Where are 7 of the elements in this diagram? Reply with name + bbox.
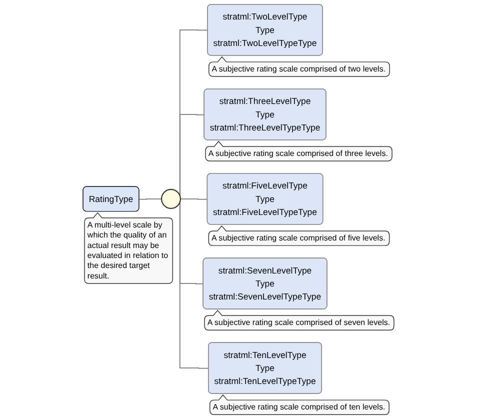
node-label: A subjective rating scale comprised of five levels.: [212, 234, 386, 243]
node-label: A subjective rating scale comprised of seven levels.: [207, 318, 390, 328]
node-circle: [160, 188, 181, 209]
node-label: A multi-level scale by which the quality of an actual result may be evaluated in relation to the desired target result.: [87, 220, 168, 281]
node-label: A subjective rating scale comprised of two levels.: [212, 64, 386, 74]
node-label: A subjective rating scale comprised of three levels.: [208, 149, 388, 158]
node-label: A subjective rating scale comprised of ten levels.: [212, 402, 386, 412]
